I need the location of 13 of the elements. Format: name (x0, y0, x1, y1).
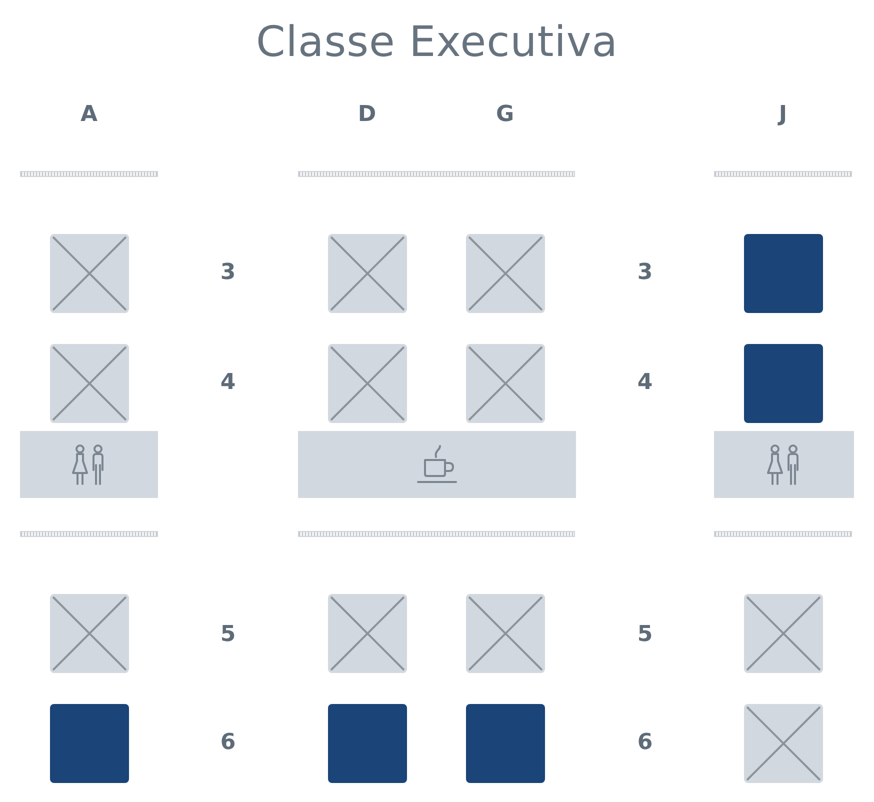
column-letter: D (358, 104, 376, 126)
row-number: 5 (220, 624, 236, 646)
row-number: 5 (637, 624, 653, 646)
column-letter: G (496, 104, 514, 126)
row-number: 3 (220, 262, 236, 284)
row-number: 3 (637, 262, 653, 284)
row-number: 6 (637, 732, 653, 754)
column-letter: A (80, 104, 98, 126)
row-number: 4 (637, 372, 653, 394)
row-number: 4 (220, 372, 236, 394)
row-number: 6 (220, 732, 236, 754)
title: Classe Executiva (256, 21, 618, 63)
column-letter: J (778, 104, 788, 126)
